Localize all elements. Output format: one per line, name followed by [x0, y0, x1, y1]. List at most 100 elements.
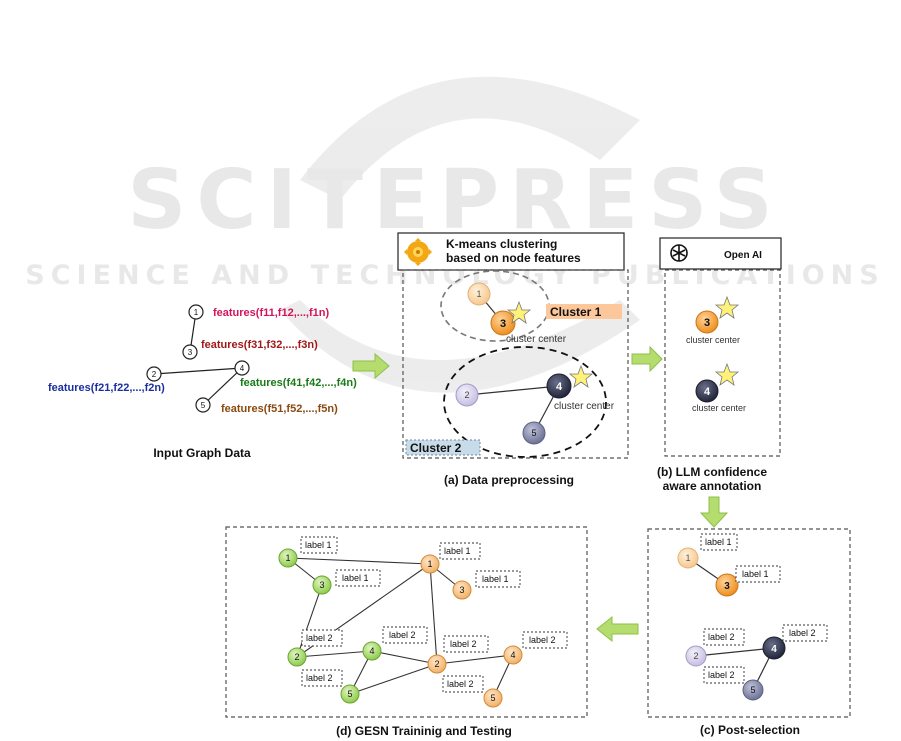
node-c-4 — [762, 636, 786, 660]
node-d-label: 4 — [369, 646, 374, 656]
label-tag-text: label 2 — [306, 673, 333, 683]
cluster-1-tag — [546, 304, 622, 319]
features-node-1: features(f11,f12,...,f1n) — [213, 307, 329, 319]
label-tag-text: label 2 — [789, 628, 816, 638]
panel-d-frame — [225, 526, 588, 718]
panel-a-caption: (a) Data preprocessing — [444, 473, 574, 487]
features-node-2: features(f21,f22,...,f2n) — [48, 382, 165, 394]
cluster-center-label-1: cluster center — [506, 334, 567, 345]
node-a-1 — [467, 282, 491, 306]
label-tag-box — [782, 624, 828, 642]
input-node-1 — [188, 304, 204, 320]
gear-icon — [404, 238, 432, 266]
node-a-3 — [490, 310, 516, 336]
input-graph-caption: Input Graph Data — [153, 446, 251, 460]
node-d-3-orange — [452, 580, 472, 600]
panel-c-frame — [647, 528, 851, 718]
input-node-2 — [146, 366, 162, 382]
label-tag-text: label 2 — [306, 633, 333, 643]
node-d-4-orange — [503, 645, 523, 665]
label-tag-box — [703, 628, 745, 646]
label-tag-box — [443, 635, 489, 653]
node-c-1 — [677, 547, 699, 569]
panel-a-header-box — [397, 232, 625, 271]
node-d-label: 5 — [490, 693, 495, 703]
node-c-1-label: 1 — [685, 553, 690, 563]
node-a-4-label: 4 — [556, 381, 563, 393]
arrow-down-icon — [699, 496, 729, 528]
input-graph-edges — [153, 311, 243, 406]
label-tag-box — [382, 626, 428, 644]
node-a-1-label: 1 — [476, 289, 481, 299]
cluster-2-boundary — [443, 346, 607, 458]
label-tag-text: label 1 — [705, 537, 732, 547]
node-d-label: 2 — [294, 652, 299, 662]
input-graph-nodes — [146, 304, 250, 413]
node-a-4 — [546, 373, 572, 399]
label-tag-text: label 2 — [450, 639, 477, 649]
node-b-3 — [695, 310, 719, 334]
label-tag-box — [301, 669, 343, 687]
edge-d — [429, 563, 438, 665]
edge-d — [436, 654, 514, 665]
input-node-4 — [234, 360, 250, 376]
panel-a-header-line2: based on node features — [446, 251, 581, 265]
node-d-2-orange — [427, 654, 447, 674]
label-tag-box — [300, 536, 338, 554]
panel-data-preprocessing: K-means clustering based on node feature… — [397, 232, 629, 487]
node-d-5-green — [340, 684, 360, 704]
star-icon — [714, 295, 740, 319]
input-node-2-label: 2 — [152, 370, 157, 379]
node-d-label: 1 — [285, 553, 290, 563]
node-a-5-label: 5 — [531, 428, 536, 438]
edge-d — [287, 557, 431, 565]
node-d-label: 4 — [510, 650, 515, 660]
input-node-5 — [195, 397, 211, 413]
node-d-4-green — [362, 641, 382, 661]
node-c-3-label: 3 — [724, 581, 730, 592]
node-c-4-label: 4 — [771, 644, 777, 655]
label-tag-text: label 1 — [482, 574, 509, 584]
panel-b-frame — [664, 269, 781, 457]
panel-d-caption: (d) GESN Traininig and Testing — [336, 724, 512, 738]
label-tag-box — [439, 542, 481, 560]
edge-d — [349, 663, 438, 695]
node-b-4-label: 4 — [704, 386, 711, 398]
label-tag-text: label 1 — [444, 546, 471, 556]
input-node-3-label: 3 — [188, 348, 193, 357]
panel-a-header-line1: K-means clustering — [446, 237, 557, 251]
arrow-right-icon — [352, 352, 390, 380]
cluster-center-label-2: cluster center — [554, 401, 615, 412]
edge-d — [371, 650, 438, 665]
node-c-3 — [715, 573, 739, 597]
openai-logo-icon — [670, 244, 688, 262]
node-d-label: 2 — [434, 659, 439, 669]
node-d-1-green — [278, 548, 298, 568]
node-d-1-orange — [420, 554, 440, 574]
panel-llm-annotation: Open AI 3 cluster center 4 cluster cente… — [657, 237, 782, 493]
node-b-3-label: 3 — [704, 317, 710, 329]
label-tag-box — [301, 629, 343, 647]
node-c-5-label: 5 — [750, 685, 755, 695]
edge-a-2-4 — [466, 385, 560, 396]
node-d-label: 5 — [347, 689, 352, 699]
input-graph: 1 3 2 4 5 features(f11,f12,...,f1n) feat… — [48, 304, 357, 460]
panel-gesn-training: 1 3 2 4 5 1 3 2 4 5 label 1 label 1 la — [225, 526, 588, 738]
star-icon — [568, 364, 594, 388]
features-node-3: features(f31,f32,...,f3n) — [201, 339, 318, 351]
label-tag-text: label 1 — [742, 569, 769, 579]
label-tag-text: label 2 — [529, 635, 556, 645]
node-b-3-center-label: cluster center — [686, 335, 740, 345]
arrow-right-icon — [631, 345, 663, 373]
label-tag-box — [335, 569, 381, 587]
label-tag-box — [442, 675, 484, 693]
node-c-5 — [742, 679, 764, 701]
node-d-2-green — [287, 647, 307, 667]
cluster-2-label: Cluster 2 — [410, 441, 462, 455]
node-d-label: 3 — [459, 585, 464, 595]
star-icon — [714, 362, 740, 386]
features-node-4: features(f41,f42,...,f4n) — [240, 377, 357, 389]
edge-d — [296, 650, 373, 658]
label-tag-text: label 1 — [305, 540, 332, 550]
panel-a-frame — [402, 269, 629, 459]
